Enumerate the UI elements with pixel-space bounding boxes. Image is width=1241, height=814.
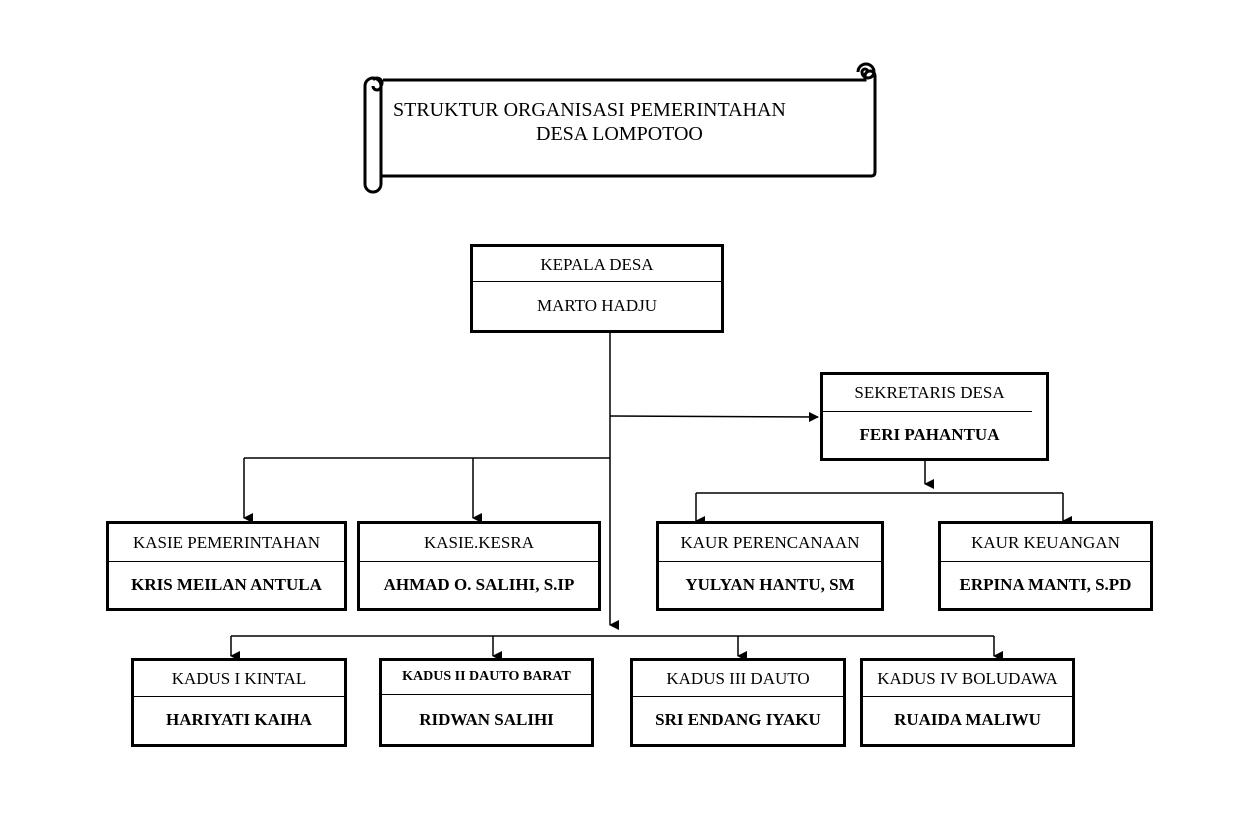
node-kadus-2: KADUS II DAUTO BARAT RIDWAN SALIHI (379, 658, 594, 747)
node-kepala-desa: KEPALA DESA MARTO HADJU (470, 244, 724, 333)
node-divider (863, 696, 1072, 697)
node-name: RUAIDA MALIWU (894, 710, 1041, 729)
node-kaur-keuangan: KAUR KEUANGAN ERPINA MANTI, S.PD (938, 521, 1153, 611)
node-kadus-1: KADUS I KINTAL HARIYATI KAIHA (131, 658, 347, 747)
node-kasie-kesra: KASIE.KESRA AHMAD O. SALIHI, S.IP (357, 521, 601, 611)
node-kadus-3: KADUS III DAUTO SRI ENDANG IYAKU (630, 658, 846, 747)
node-divider (633, 696, 843, 697)
line-to-sekretaris (609, 411, 819, 422)
node-name: KRIS MEILAN ANTULA (131, 575, 322, 594)
node-name: MARTO HADJU (536, 296, 658, 315)
node-divider (134, 696, 344, 697)
node-sekretaris-desa: SEKRETARIS DESA FERI PAHANTUA (820, 372, 1049, 461)
node-name: YULYAN HANTU, SM (685, 575, 855, 594)
title-line-1: STRUKTUR ORGANISASI PEMERINTAHAN (393, 99, 786, 121)
node-role: KAUR PERENCANAAN (680, 533, 860, 552)
title-line-2: DESA LOMPOTOO (536, 123, 703, 145)
page-title: STRUKTUR ORGANISASI PEMERINTAHAN DESA LO… (390, 98, 810, 146)
node-divider (941, 561, 1150, 562)
node-name: ERPINA MANTI, S.PD (959, 575, 1132, 594)
node-divider (360, 561, 598, 562)
node-divider (109, 561, 344, 562)
node-kasie-pemerintahan: KASIE PEMERINTAHAN KRIS MEILAN ANTULA (106, 521, 347, 611)
node-name: FERI PAHANTUA (859, 425, 1000, 444)
node-role: KASIE.KESRA (423, 533, 535, 552)
node-role: KAUR KEUANGAN (971, 533, 1120, 552)
node-role: KADUS IV BOLUDAWA (877, 669, 1058, 688)
node-divider (382, 694, 591, 695)
node-divider (823, 411, 1032, 412)
node-name: SRI ENDANG IYAKU (655, 710, 821, 729)
node-divider (659, 561, 881, 562)
node-role: SEKRETARIS DESA (854, 383, 1005, 402)
node-role: KEPALA DESA (540, 255, 654, 274)
node-role: KADUS III DAUTO (666, 669, 810, 688)
node-name: AHMAD O. SALIHI, S.IP (383, 575, 575, 594)
node-kaur-perencanaan: KAUR PERENCANAAN YULYAN HANTU, SM (656, 521, 884, 611)
node-role: KASIE PEMERINTAHAN (132, 533, 321, 552)
node-divider (473, 281, 721, 282)
node-role: KADUS I KINTAL (171, 669, 307, 688)
node-kadus-4: KADUS IV BOLUDAWA RUAIDA MALIWU (860, 658, 1075, 747)
node-name: RIDWAN SALIHI (419, 710, 554, 729)
title-scroll (363, 62, 877, 194)
node-name: HARIYATI KAIHA (166, 710, 312, 729)
node-role: KADUS II DAUTO BARAT (402, 669, 571, 684)
